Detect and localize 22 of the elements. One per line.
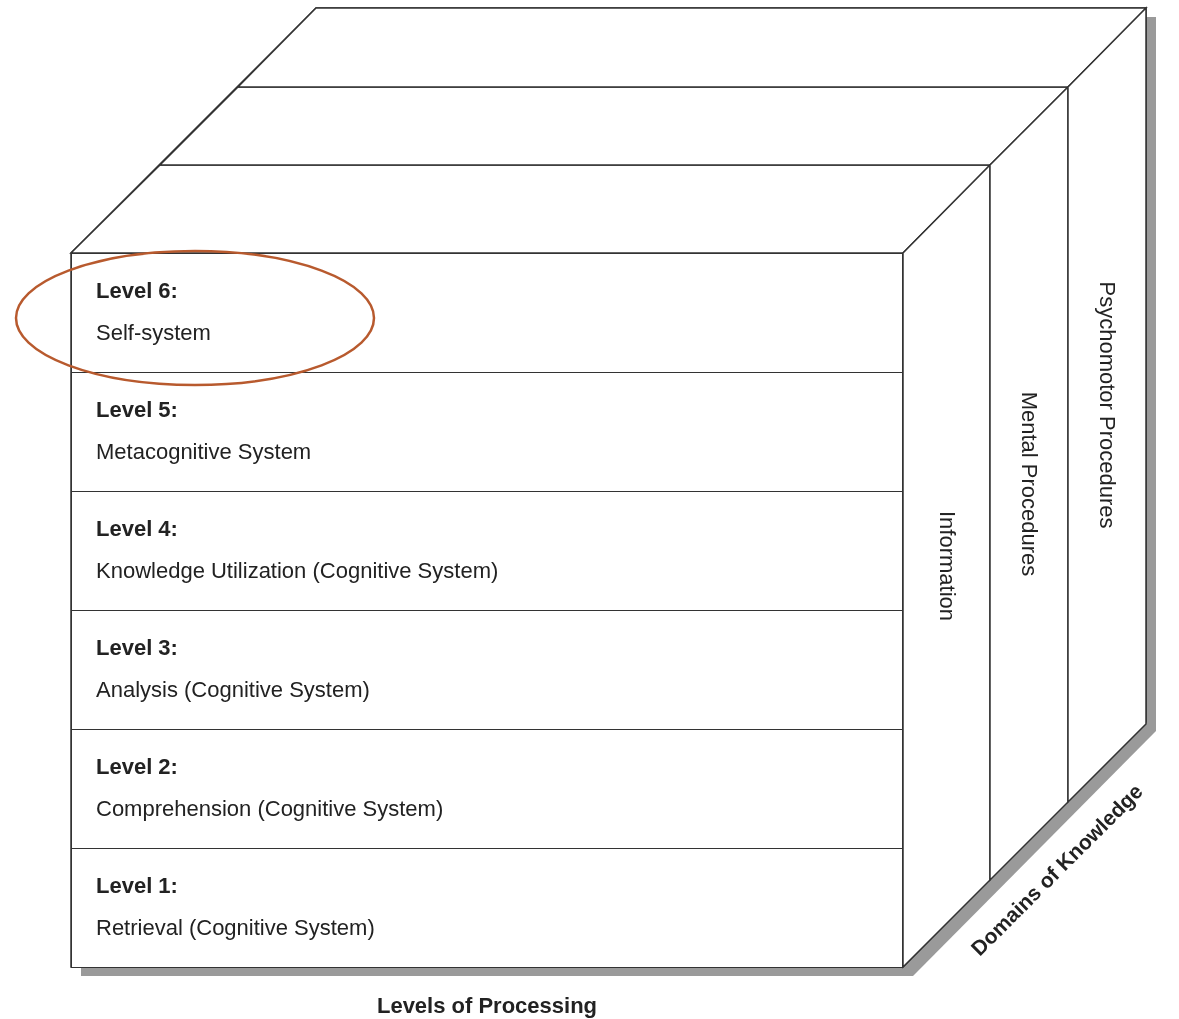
level-row (71, 610, 903, 730)
level-heading: Level 5: (96, 397, 178, 423)
level-row (71, 372, 903, 492)
level-heading: Level 1: (96, 873, 178, 899)
level-description: Knowledge Utilization (Cognitive System) (96, 558, 499, 584)
level-heading: Level 4: (96, 516, 178, 542)
domain-label: Mental Procedures (1016, 391, 1042, 576)
level-row (71, 491, 903, 611)
level-row (71, 729, 903, 849)
axis-label: Levels of Processing (376, 993, 598, 1019)
level-description: Self-system (96, 320, 211, 346)
level-description: Analysis (Cognitive System) (96, 677, 370, 703)
domain-label: Psychomotor Procedures (1094, 281, 1120, 529)
domain-label: Information (933, 511, 960, 622)
level-description: Metacognitive System (96, 439, 312, 465)
level-row (71, 848, 903, 968)
level-description: Comprehension (Cognitive System) (96, 796, 444, 822)
level-description: Retrieval (Cognitive System) (96, 915, 375, 941)
level-heading: Level 2: (96, 754, 178, 780)
level-heading: Level 6: (96, 278, 178, 304)
level-heading: Level 3: (96, 635, 178, 661)
level-row (71, 253, 903, 373)
